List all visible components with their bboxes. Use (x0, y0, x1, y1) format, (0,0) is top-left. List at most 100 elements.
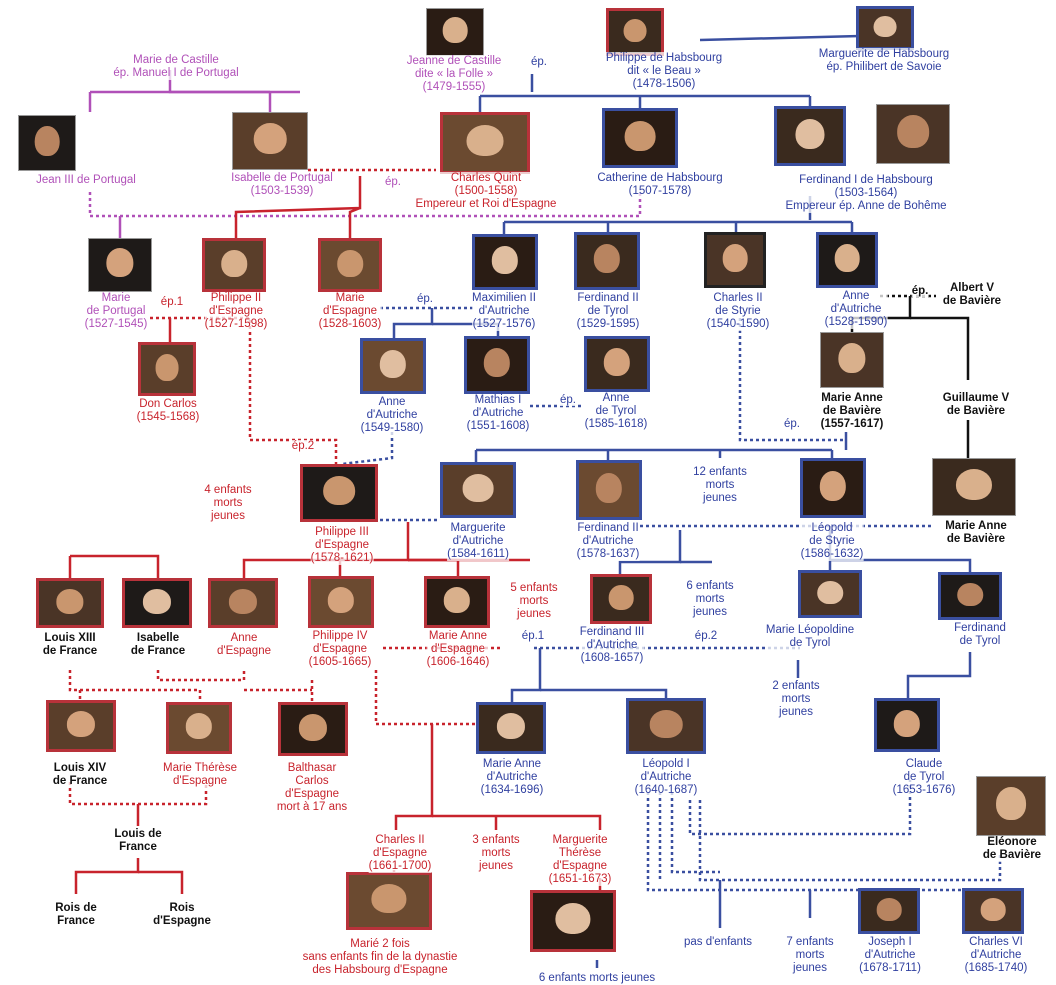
person-label-line: Ferdinand (954, 622, 1006, 634)
connector-line (392, 308, 434, 338)
portrait-anne-tyrol (584, 336, 650, 392)
person-label-line: 5 enfants (510, 582, 558, 594)
portrait-leopold-styrie (800, 458, 866, 518)
portrait-face (371, 884, 407, 914)
person-label-line: Eléonore (987, 836, 1037, 848)
person-label-line: jeunes (793, 962, 827, 974)
connector-line (234, 176, 362, 238)
portrait-face (462, 474, 494, 502)
person-label-line: de Bavière (982, 849, 1042, 861)
person-label-line: Marie de Castille (133, 54, 219, 66)
portrait-face (491, 246, 519, 274)
portrait-face (323, 476, 355, 506)
person-label-line: Anne (842, 290, 870, 302)
marriage-tag: ép.1 (160, 296, 184, 308)
connector-line (74, 858, 140, 894)
person-label-line: ép. Philibert de Savoie (826, 61, 942, 73)
portrait-charles2-esp (346, 872, 432, 930)
person-label-line: Isabelle (136, 632, 180, 644)
portrait-ferdinand2-a (576, 460, 642, 520)
person-label-line: d'Espagne (553, 860, 607, 872)
person-label-line: Thérèse (558, 847, 602, 859)
person-label-line: Ferdinand II (577, 522, 639, 534)
portrait-marie-leopoldine (798, 570, 862, 618)
portrait-face (876, 898, 902, 921)
connector-line (341, 432, 394, 466)
person-label-line: morts (781, 693, 811, 705)
person-label-line: Empereur ép. Anne de Bohême (785, 200, 947, 212)
person-label-line: de Tyrol (959, 635, 1001, 647)
person-label-enfants6b: 6 enfants morts jeunes (538, 972, 656, 985)
portrait-face (722, 244, 748, 272)
portrait-face (142, 588, 172, 614)
person-label-line: Jeanne de Castille (406, 55, 502, 67)
person-label-line: Léopold (811, 522, 853, 534)
person-label-line: Louis XIV (53, 762, 107, 774)
person-label-line: Marie Anne (482, 758, 542, 770)
person-label-line: d'Espagne (315, 539, 369, 551)
person-label-charles-quint: Charles Quint(1500-1558)Empereur et Roi … (415, 172, 557, 211)
person-label-line: (1584-1611) (447, 548, 509, 560)
portrait-marie-anne-esp (424, 576, 490, 628)
person-label-line: Ferdinand I de Habsbourg (799, 174, 933, 186)
person-label-line: 3 enfants (472, 834, 520, 846)
person-label-line: Marie Anne (945, 520, 1007, 532)
person-label-line: d'Espagne (373, 847, 427, 859)
portrait-face (56, 588, 84, 614)
person-label-line: Anne (602, 392, 630, 404)
connector-line (510, 648, 542, 702)
person-label-line: Marie (335, 292, 365, 304)
person-label-line: (1634-1696) (480, 784, 544, 796)
portrait-louis13 (36, 578, 104, 628)
person-label-line: (1578-1621) (310, 552, 374, 564)
portrait-catherine-h (602, 108, 678, 168)
person-label-line: morts (481, 847, 511, 859)
person-label-line: de France (52, 775, 108, 787)
connector-line (374, 670, 476, 726)
person-label-catherine-h: Catherine de Habsbourg(1507-1578) (597, 172, 723, 198)
portrait-don-carlos (138, 342, 196, 396)
portrait-joseph1 (858, 888, 920, 934)
person-label-line: Ferdinand III (579, 626, 645, 638)
portrait-face (980, 898, 1006, 921)
portrait-mathias1 (464, 336, 530, 394)
connector-line (394, 724, 434, 830)
portrait-isabelle-f (122, 578, 192, 628)
person-label-line: Marguerite de Habsbourg (818, 48, 950, 60)
person-label-line: Marguerite (450, 522, 506, 534)
portrait-marie-anne-baviere1 (820, 332, 884, 388)
person-label-line: Maximilien II (472, 292, 536, 304)
portrait-face (221, 249, 247, 277)
connector-line (738, 318, 846, 442)
portrait-face (34, 125, 60, 156)
portrait-jean3 (18, 115, 76, 171)
marriage-tag: ép. (385, 176, 401, 188)
person-label-line: Anne (230, 632, 258, 644)
person-label-line: (1653-1676) (892, 784, 956, 796)
person-label-line: Mathias I (474, 394, 522, 406)
person-label-line: Marie (101, 292, 131, 304)
portrait-charles-quint (440, 112, 530, 174)
portrait-face (817, 580, 843, 605)
person-label-line: (1608-1657) (580, 652, 644, 664)
person-label-line: d'Autriche (830, 303, 882, 315)
person-label-line: d'Autriche (970, 949, 1022, 961)
